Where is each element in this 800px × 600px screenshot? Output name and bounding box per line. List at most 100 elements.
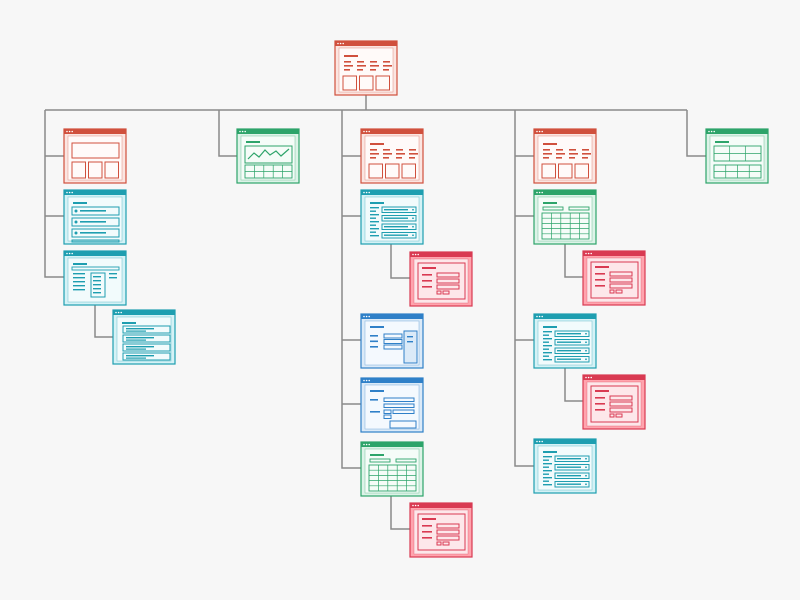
tile <box>558 163 573 179</box>
stat-line <box>569 149 576 151</box>
window-dot-icon <box>71 191 73 194</box>
list-row <box>381 215 417 222</box>
list-row <box>122 334 171 343</box>
window-titlebar <box>113 310 175 315</box>
page-node-table-form <box>409 502 473 558</box>
checkbox <box>436 290 442 295</box>
column-panel <box>90 272 106 298</box>
stat-line <box>556 153 565 155</box>
field-label <box>370 335 378 337</box>
sidebar-line <box>543 334 549 336</box>
tile <box>342 75 357 91</box>
window-dot-icon <box>417 504 419 507</box>
sidebar-line <box>543 348 549 350</box>
row-dot <box>585 332 587 335</box>
heading-line <box>73 263 87 265</box>
filter-field <box>395 458 417 463</box>
heading-line <box>543 451 557 453</box>
window-dot-icon <box>536 130 538 133</box>
text-line <box>109 277 117 279</box>
row-text <box>557 333 581 335</box>
heading-line <box>344 55 358 57</box>
row-text <box>557 358 581 360</box>
row-text <box>80 221 106 223</box>
modal-title <box>595 390 609 392</box>
heading-line <box>370 326 384 328</box>
window-dot-icon <box>239 130 241 133</box>
field-input <box>383 397 415 402</box>
window-dot-icon <box>365 130 368 133</box>
filter-field <box>369 458 391 463</box>
row-dot <box>412 208 414 211</box>
row-dot <box>585 474 587 477</box>
window-dot-icon <box>66 252 68 255</box>
stat-line <box>357 61 364 63</box>
heading-line <box>543 326 557 328</box>
stat-line <box>556 157 562 159</box>
window-titlebar <box>410 252 472 257</box>
sidebar-line <box>543 341 549 343</box>
stat-line <box>357 69 363 71</box>
sidebar-line <box>370 207 379 209</box>
sidebar-line <box>543 338 552 340</box>
stat-line <box>370 157 376 159</box>
window-dot-icon <box>368 379 370 382</box>
window-dot-icon <box>541 440 543 443</box>
row-text <box>126 339 146 341</box>
list-row <box>71 206 120 216</box>
stat-line <box>556 149 563 151</box>
row-dot <box>585 466 587 469</box>
field-label <box>595 273 605 275</box>
connector-table-form <box>390 495 410 530</box>
row-dot <box>412 234 414 237</box>
row-text <box>384 217 408 219</box>
sidebar-line <box>370 221 379 223</box>
field-label <box>595 285 605 287</box>
modal-title <box>595 266 609 268</box>
page-node-records-list <box>533 313 597 369</box>
connector-overview-column <box>44 110 64 278</box>
window-dot-icon <box>66 191 68 194</box>
heading-line <box>370 454 384 456</box>
field-input <box>436 529 460 535</box>
window-dot-icon <box>363 443 365 446</box>
field-input <box>383 339 403 344</box>
stat-line <box>409 149 416 151</box>
bullet <box>74 231 78 235</box>
stat-line <box>383 61 390 63</box>
heading-line <box>122 322 136 324</box>
sidebar-line <box>543 352 552 354</box>
window-dot-icon <box>538 440 541 443</box>
stat-line <box>582 157 588 159</box>
page-node-records-summary <box>533 438 597 494</box>
sidebar-line <box>543 473 549 475</box>
window-dot-icon <box>590 252 592 255</box>
tile <box>541 163 556 179</box>
window-titlebar <box>583 375 645 380</box>
window-dot-icon <box>365 191 368 194</box>
page-body <box>116 316 172 362</box>
checkbox <box>609 289 615 294</box>
stat-line <box>370 149 377 151</box>
field-label <box>370 411 380 413</box>
row-text <box>384 234 408 236</box>
field-input <box>436 523 460 529</box>
page-node-catalog-table <box>360 441 424 497</box>
row-text <box>126 357 146 359</box>
window-dot-icon <box>115 311 117 314</box>
stat-line <box>370 65 379 67</box>
sidebar-line <box>543 480 549 482</box>
field-input <box>609 407 633 413</box>
text-line <box>73 281 85 283</box>
chart-frame <box>244 145 293 164</box>
sidebar-line <box>543 466 549 468</box>
field-label <box>422 286 432 288</box>
stat-line <box>582 153 591 155</box>
field-label <box>595 409 605 411</box>
page-node-list <box>63 189 127 245</box>
connector-records-form <box>564 244 583 278</box>
page-node-form <box>360 377 424 433</box>
window-titlebar <box>706 129 768 134</box>
row-dot <box>585 358 587 361</box>
tile <box>88 161 103 179</box>
